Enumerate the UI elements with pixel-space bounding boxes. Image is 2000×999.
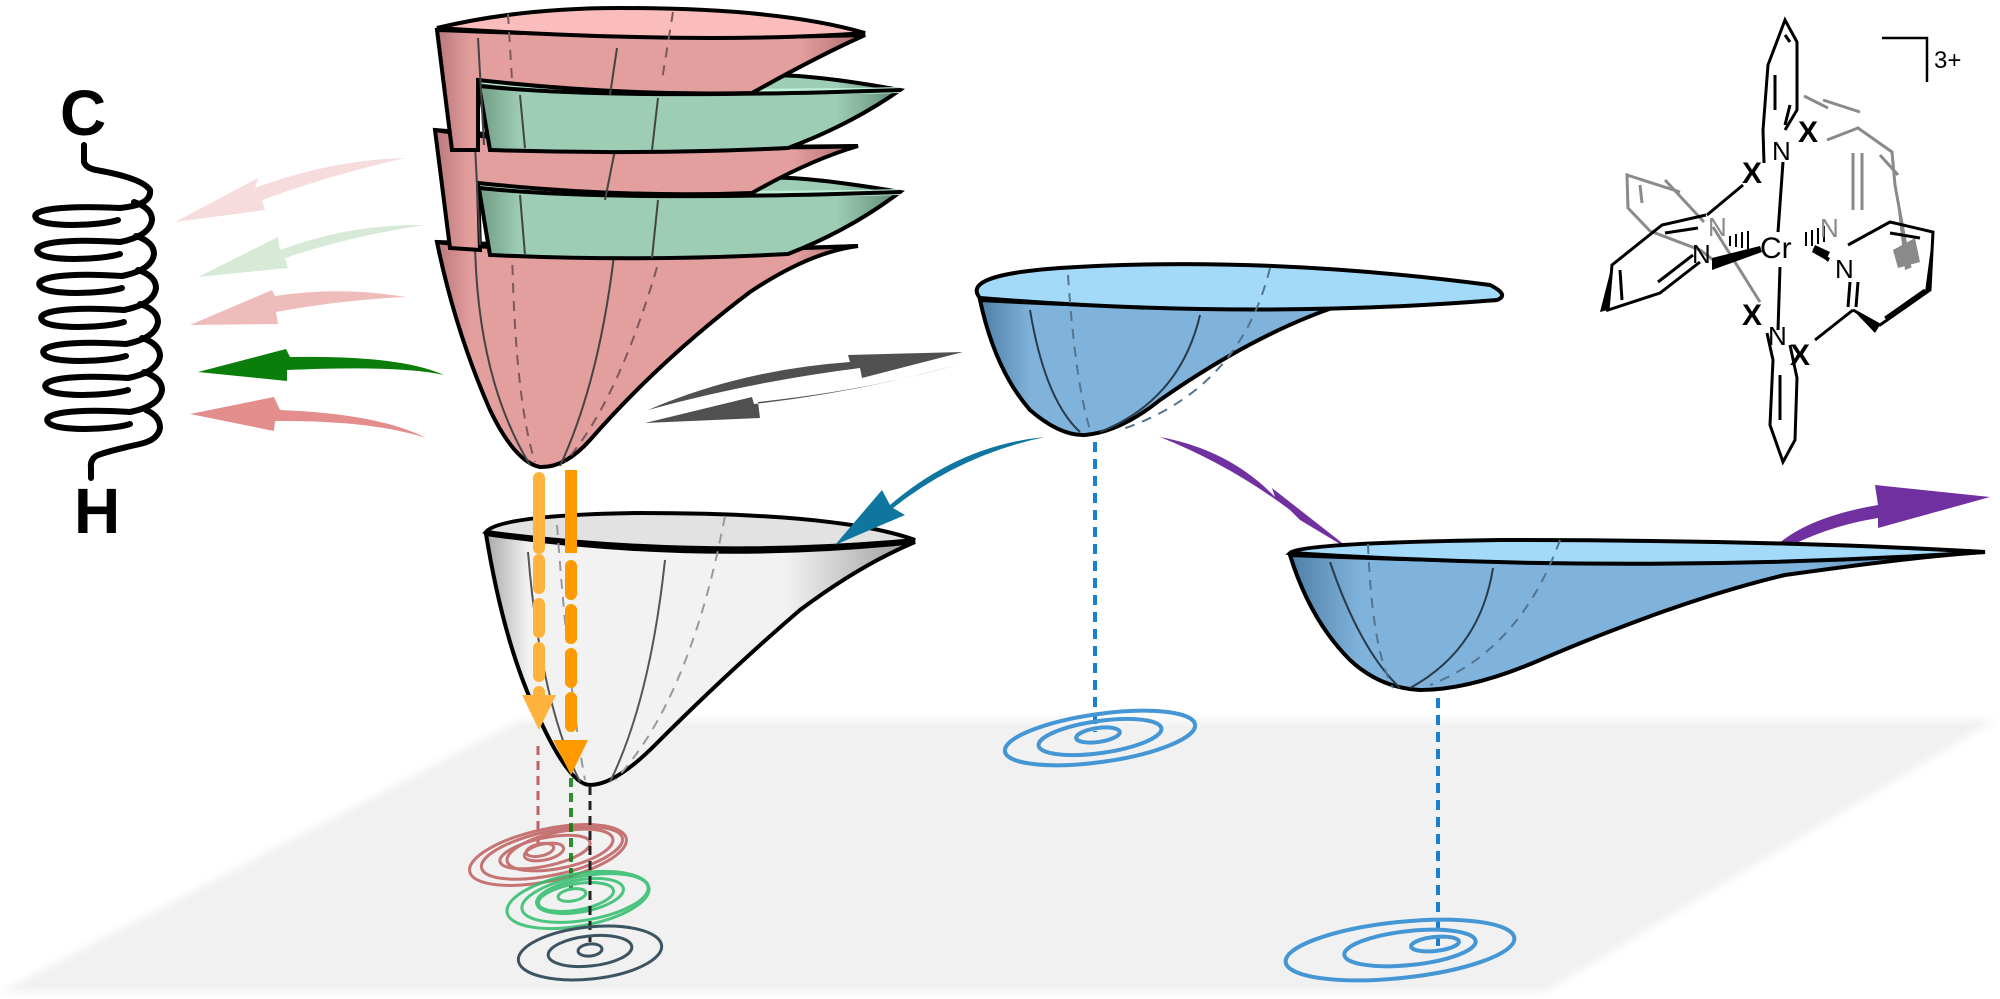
blue-well-upper-rim bbox=[974, 262, 1505, 312]
contours-quartet-distorted bbox=[1283, 698, 1517, 983]
spring-bottom-label: H bbox=[74, 475, 120, 547]
exchange-double-arrow bbox=[645, 352, 963, 423]
contours-ground-slate bbox=[516, 786, 664, 982]
contours-quartet-upper bbox=[1002, 442, 1198, 768]
blue-well-distorted-rim bbox=[1285, 537, 1986, 566]
blue-well-distorted-body bbox=[1287, 550, 1986, 693]
ch-spring: C H bbox=[32, 77, 166, 547]
contours-doublet-green bbox=[505, 778, 651, 930]
emission-arrow-pink-faint-1 bbox=[175, 158, 405, 222]
purple-transfer-arrow-out bbox=[1762, 485, 1990, 562]
spring-coil bbox=[32, 142, 166, 481]
well-doublet-stack bbox=[432, 5, 906, 470]
orange-decay-arrows bbox=[522, 470, 588, 775]
n-label-back-left: N bbox=[1708, 212, 1727, 242]
well-quartet-distorted bbox=[1285, 537, 1986, 693]
purple-transfer-arrow-in bbox=[1160, 437, 1355, 553]
n-label-top: N bbox=[1772, 136, 1791, 166]
charge-label: 3+ bbox=[1934, 47, 1961, 74]
orange-arrowhead bbox=[553, 740, 588, 775]
x-label-4: X bbox=[1790, 339, 1810, 372]
emission-arrow-pink-faint-2 bbox=[190, 290, 406, 325]
teal-transfer-arrow bbox=[835, 437, 1045, 545]
emission-arrow-green bbox=[198, 349, 444, 381]
pink-well-top-rim bbox=[436, 5, 866, 40]
x-label-3: X bbox=[1742, 299, 1762, 332]
well-quartet-upper bbox=[974, 262, 1505, 438]
forward-arrow bbox=[648, 352, 963, 410]
charge-bracket bbox=[1882, 36, 1929, 82]
cr-complex-structure: Cr N N N N N N X X X X 3+ bbox=[1600, 16, 1961, 466]
floor-plane bbox=[0, 720, 1995, 992]
emission-arrow-pink bbox=[190, 397, 426, 438]
n-label-left: N bbox=[1692, 239, 1711, 269]
backward-arrow bbox=[645, 364, 960, 423]
spring-top-label: C bbox=[60, 77, 106, 149]
n-label-right: N bbox=[1835, 254, 1854, 284]
emission-arrows bbox=[175, 158, 444, 438]
metal-label: Cr bbox=[1760, 232, 1792, 265]
blue-well-upper-body bbox=[977, 293, 1498, 438]
n-label-bottom: N bbox=[1768, 321, 1787, 351]
emission-arrow-green-faint bbox=[198, 224, 425, 277]
pink-well-deep-body bbox=[434, 239, 859, 470]
x-label-2: X bbox=[1742, 157, 1762, 190]
orange-arrowhead-light bbox=[522, 695, 556, 730]
x-label-1: X bbox=[1798, 116, 1818, 149]
n-label-back-right: N bbox=[1820, 213, 1839, 243]
